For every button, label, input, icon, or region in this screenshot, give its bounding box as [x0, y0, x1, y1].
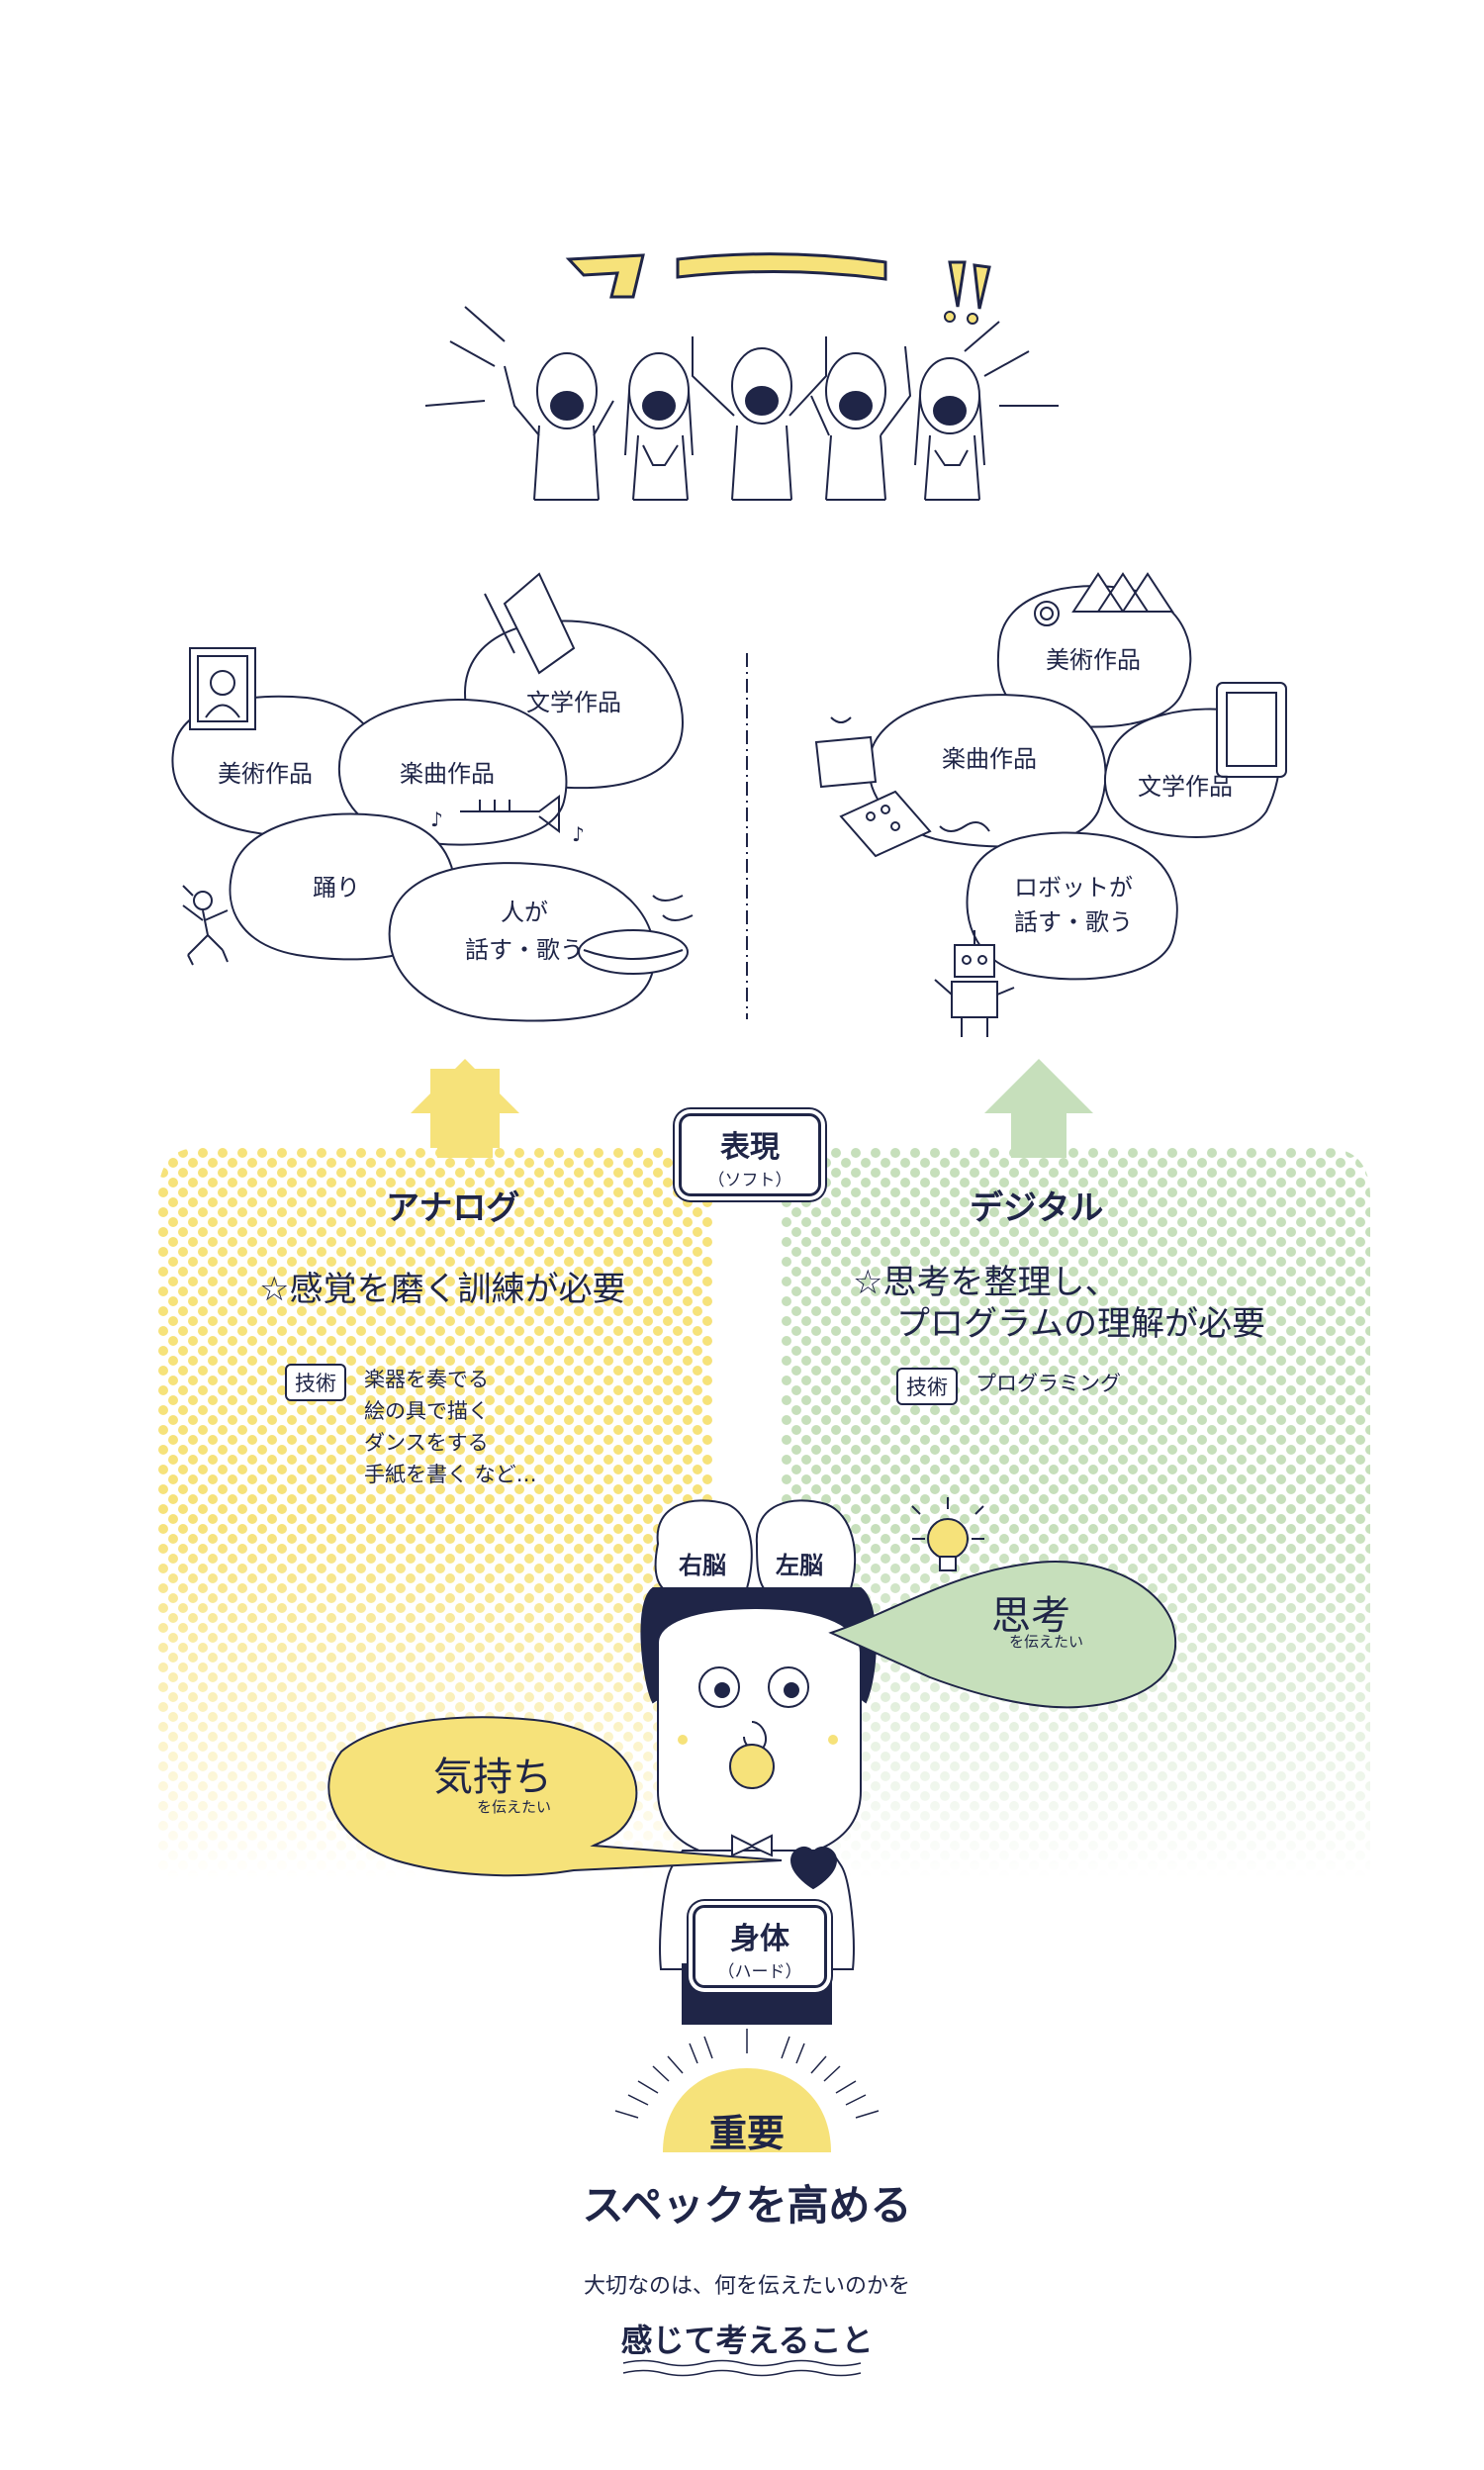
body-label: 身体 （ハード）: [693, 1905, 827, 1988]
heart-icon: [789, 1846, 838, 1890]
analog-need-text: 感覚を磨く訓練が必要: [289, 1270, 626, 1309]
star-icon: ☆: [259, 1270, 290, 1309]
digital-panel: [782, 1148, 1370, 1880]
poem-card-icon: [484, 572, 576, 675]
analog-requirement: ☆感覚を磨く訓練が必要: [259, 1262, 625, 1310]
feeling-small: を伝えたい: [477, 1798, 552, 1816]
portrait-frame-icon: [189, 647, 256, 730]
important-label: 重要: [708, 2112, 785, 2155]
robot-icon: [934, 930, 1015, 1037]
person-1: [504, 352, 614, 501]
analog-music-label: 楽曲作品: [400, 760, 495, 788]
tech-item: 手紙を書く など…: [364, 1463, 537, 1486]
triangle-pattern-icon: [1034, 572, 1174, 626]
body-title: 身体: [730, 1922, 789, 1956]
digital-need-line2: プログラムの理解が必要: [896, 1304, 1265, 1344]
left-brain-label: 左脳: [776, 1552, 823, 1579]
tech-item: 絵の具で描く: [364, 1399, 489, 1423]
digital-up-arrow: [984, 1059, 1093, 1158]
tech-item: 楽器を奏でる: [364, 1368, 489, 1391]
lightbulb-icon: [911, 1497, 984, 1571]
thought-bubble: [828, 1561, 1177, 1709]
left-brain-icon: [755, 1499, 857, 1589]
trumpet-icon: ♪♪: [430, 795, 585, 846]
person-4: [810, 345, 912, 501]
bowtie-icon: [731, 1834, 773, 1857]
right-brain-icon: [654, 1499, 753, 1589]
closing-sentence: 大切なのは、何を伝えたいのかを: [583, 2274, 910, 2299]
cheering-people: [424, 252, 1059, 501]
headline: スペックを高める: [582, 2181, 912, 2230]
analog-speak-line1: 人が: [501, 899, 548, 926]
svg-text:♪: ♪: [572, 822, 585, 846]
long-dash: [676, 252, 887, 281]
digital-robot-line1: ロボットが: [1014, 874, 1133, 902]
expression-sub: （ソフト）: [707, 1171, 792, 1190]
digital-requirement: ☆思考を整理し、 プログラムの理解が必要: [853, 1262, 1265, 1345]
tech-item: ダンスをする: [364, 1431, 489, 1455]
expression-title: 表現: [720, 1130, 780, 1165]
wavy-underline: [622, 2359, 862, 2377]
dancer-icon: [182, 885, 229, 966]
exclaim-marks: [948, 260, 991, 310]
star-icon: ☆: [853, 1263, 883, 1302]
tablet-icon: [1216, 682, 1287, 778]
digital-music-label: 楽曲作品: [942, 745, 1037, 773]
analog-tech-tag: 技術: [285, 1364, 346, 1401]
lips: [729, 1744, 775, 1789]
keyboard-screen-icon: [814, 716, 878, 789]
sun-rays: [614, 2029, 880, 2119]
analog-literature-label: 文学作品: [526, 689, 621, 716]
analog-art-label: 美術作品: [218, 760, 313, 788]
expression-label: 表現 （ソフト）: [679, 1113, 821, 1196]
bubble-robot: [966, 831, 1178, 981]
analog-title: アナログ: [386, 1188, 520, 1228]
important-sun: [663, 2068, 831, 2152]
thought-big: 思考: [991, 1593, 1070, 1639]
analog-speak-line2: 話す・歌う: [465, 936, 584, 964]
analog-dance-label: 踊り: [313, 874, 360, 902]
analog-tech-list: 楽器を奏でる 絵の具で描く ダンスをする 手紙を書く など…: [364, 1364, 537, 1490]
person-5: [914, 357, 985, 501]
thought-small: を伝えたい: [1009, 1633, 1084, 1651]
sampler-icon: [839, 790, 990, 858]
feeling-big: 気持ち: [433, 1755, 552, 1800]
digital-literature-label: 文学作品: [1138, 773, 1233, 801]
digital-need-line1: 思考を整理し、: [882, 1263, 1119, 1302]
digital-tech-tag: 技術: [896, 1368, 958, 1405]
person-3: [692, 336, 827, 501]
mouth-icon: [578, 895, 694, 975]
digital-robot-line2: 話す・歌う: [1014, 908, 1133, 936]
svg-text:♪: ♪: [430, 808, 443, 831]
digital-title: デジタル: [970, 1188, 1104, 1228]
body-sub: （ハード）: [717, 1962, 802, 1982]
digital-tech-item: プログラミング: [975, 1372, 1121, 1395]
digital-art-label: 美術作品: [1046, 646, 1141, 674]
wa-letter: [565, 253, 645, 299]
closing-emphasis: 感じて考えること: [620, 2322, 874, 2359]
person-2: [624, 352, 694, 501]
feeling-bubble: [327, 1716, 783, 1877]
face: [657, 1606, 862, 1862]
analog-panel: [158, 1148, 712, 1880]
right-brain-label: 右脳: [679, 1552, 726, 1579]
analog-up-arrow-head: [411, 1059, 519, 1158]
